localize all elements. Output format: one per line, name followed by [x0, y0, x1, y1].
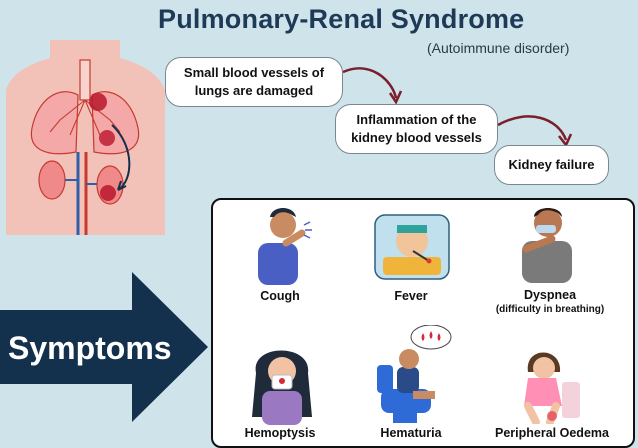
symptom-label-hemoptysis: Hemoptysis — [244, 426, 316, 440]
hemoptysis-illustration — [252, 350, 312, 425]
symptoms-arrow — [0, 272, 208, 422]
page-title: Pulmonary-Renal Syndrome — [158, 4, 525, 34]
cough-illustration — [258, 208, 312, 285]
dyspnea-illustration — [522, 208, 572, 283]
symptom-label-fever: Fever — [394, 289, 428, 303]
lung-damage-spot — [99, 130, 115, 146]
symptom-label-dyspnea: Dyspnea — [523, 288, 577, 302]
symptoms-label: Symptoms — [8, 330, 172, 366]
symptom-detail-dyspnea: (difficulty in breathing) — [495, 304, 605, 315]
body-illustration — [6, 40, 165, 235]
left-lung — [30, 91, 79, 155]
symptom-label-peripheral-oedema: Peripheral Oedema — [495, 426, 609, 440]
page-subtitle: (Autoimmune disorder) — [427, 40, 570, 56]
curved-arrow-icon — [111, 124, 131, 191]
lung-damage-spot — [89, 93, 107, 111]
hematuria-illustration — [377, 325, 452, 423]
peripheral-oedema-illustration — [524, 352, 580, 424]
flow-step-kidney-failure: Kidney failure — [494, 145, 609, 185]
flow-step-kidney-inflammation: Inflammation of the kidney blood vessels — [335, 104, 498, 154]
kidney-damage-spot — [100, 185, 116, 201]
symptom-label-cough: Cough — [260, 289, 300, 303]
flow-step-lung-damage: Small blood vessels of lungs are damaged — [165, 57, 343, 107]
fever-illustration — [374, 214, 450, 280]
symptom-label-hematuria: Hematuria — [380, 426, 442, 440]
